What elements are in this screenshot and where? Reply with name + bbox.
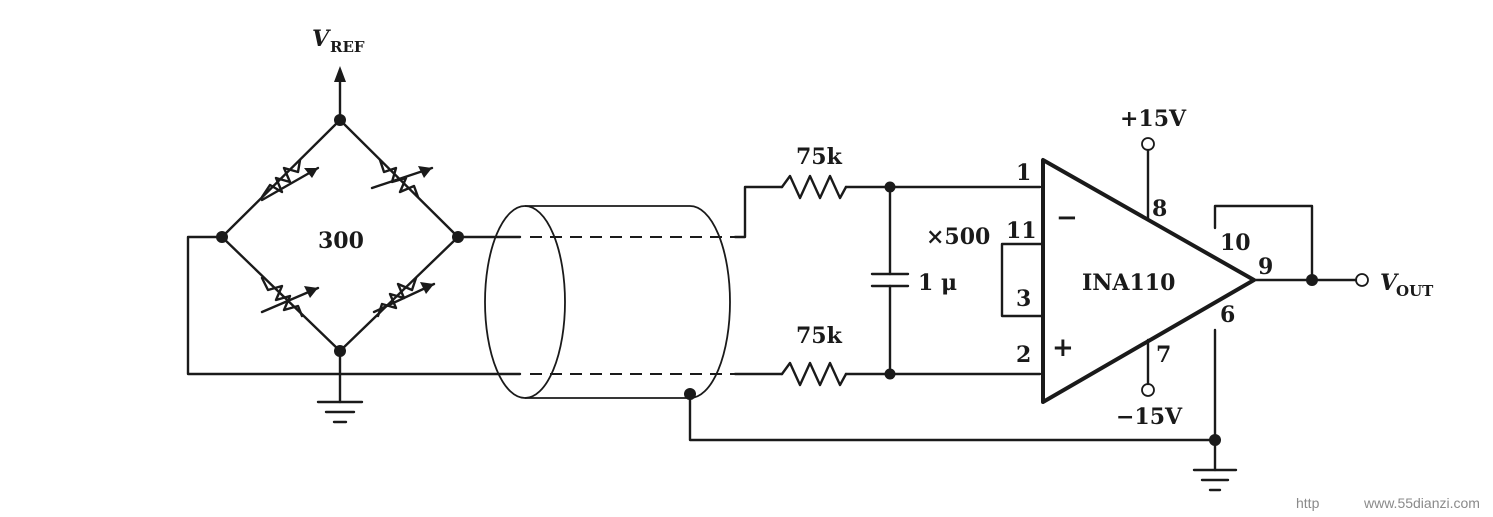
bridge-left-return-wire <box>186 235 522 376</box>
plus15v-terminal <box>1141 137 1155 151</box>
pin-3-label: 3 <box>1016 286 1031 312</box>
gauge-resistor-top-left <box>260 158 302 199</box>
bridge-value-label: 300 <box>318 228 364 254</box>
pin-7-label: 7 <box>1156 342 1171 368</box>
vref-label: V <box>312 26 331 52</box>
minus15v-label: −15V <box>1116 404 1183 430</box>
resistor-75k-top <box>780 174 848 200</box>
plus15v-label: +15V <box>1120 106 1187 132</box>
pin-11-label: 11 <box>1006 218 1037 244</box>
pin-10-label: 10 <box>1220 230 1251 256</box>
shielded-cable <box>484 205 735 400</box>
pin-2-label: 2 <box>1016 342 1031 368</box>
gauge-resistor-bottom-left <box>260 276 304 318</box>
pin-9-label: 9 <box>1258 254 1273 280</box>
sense-feedback-wire <box>1213 204 1314 282</box>
cable-shield-ground-wire <box>688 392 1217 442</box>
gauge-resistor-bottom-right <box>376 276 418 318</box>
gain-label: ×500 <box>926 224 990 250</box>
watermark-left: http <box>1296 495 1320 511</box>
vref-subscript: REF <box>330 38 365 56</box>
pin-8-label: 8 <box>1152 196 1167 222</box>
resistor-top-label: 75k <box>796 144 843 170</box>
vref-terminal: V REF <box>312 26 365 122</box>
watermark-right: www.55dianzi.com <box>1363 495 1480 511</box>
strain-gauge-bridge: 300 <box>216 114 464 357</box>
resistor-bottom-label: 75k <box>796 323 843 349</box>
minus15v-terminal <box>1141 383 1155 397</box>
resistor-75k-bottom <box>780 361 848 387</box>
capacitor-1u: 1 μ <box>870 181 957 380</box>
ground-symbol-bridge <box>316 400 364 424</box>
vout-terminal <box>1355 273 1369 287</box>
gain-jumper-wire <box>1000 242 1045 318</box>
inverting-input-sign: − <box>1056 203 1078 233</box>
noninverting-input-sign: + <box>1052 333 1074 363</box>
ground-symbol-output <box>1192 468 1238 492</box>
vout-subscript: OUT <box>1396 282 1434 300</box>
pin-1-label: 1 <box>1016 160 1031 186</box>
vout-label: V <box>1380 270 1399 296</box>
chip-label: INA110 <box>1082 270 1175 296</box>
pin-6-label: 6 <box>1220 302 1235 328</box>
capacitor-label: 1 μ <box>918 270 957 296</box>
